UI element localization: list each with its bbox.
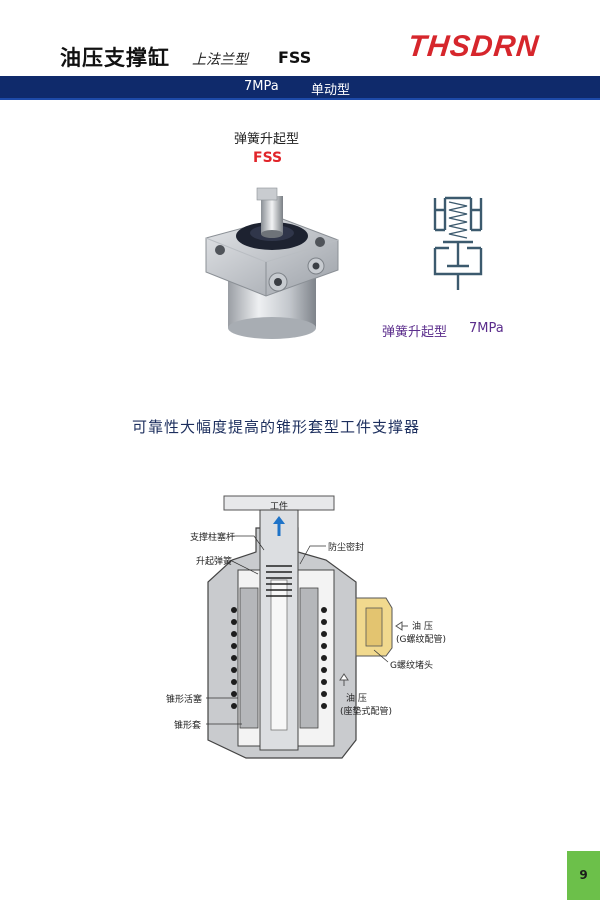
brand-logo: THSDRN	[406, 30, 541, 63]
label-dust-seal: 防尘密封	[328, 543, 365, 553]
tagline: 可靠性大幅度提高的锥形套型工件支撑器	[132, 418, 421, 436]
cross-section-drawing	[206, 495, 408, 759]
label-cone-sleeve: 锥形套	[174, 721, 202, 731]
page-title: 油压支撑缸	[60, 46, 170, 70]
page-number: 9	[579, 868, 588, 882]
product-photo	[205, 187, 339, 339]
page-number-box	[567, 851, 600, 900]
band-type: 单动型	[311, 83, 351, 98]
product-label: 弹簧升起型	[234, 132, 300, 147]
page-subtitle: 上法兰型	[192, 52, 248, 68]
cross-section-diagram: 工件 支撑柱塞杆 升起弹簧 防尘密封 油 压 (G螺纹配管) G螺纹堵头 油 压…	[160, 490, 460, 790]
hydraulic-symbol-icon	[433, 196, 483, 290]
symbol-label: 弹簧升起型	[382, 325, 448, 340]
model-code: FSS	[278, 48, 312, 67]
label-workpiece: 工件	[270, 502, 289, 512]
band-pressure: 7MPa	[244, 79, 279, 94]
label-seat-pipe: (座垫式配管)	[340, 707, 393, 717]
label-oil-pressure-1: 油 压	[412, 622, 433, 632]
label-g-plug: G螺纹堵头	[390, 661, 433, 671]
label-g-thread-pipe: (G螺纹配管)	[396, 635, 446, 645]
label-cone-piston: 锥形活塞	[166, 695, 203, 705]
label-oil-pressure-2: 油 压	[346, 694, 367, 704]
header-band	[0, 76, 600, 98]
symbol-pressure: 7MPa	[469, 321, 504, 336]
product-code: FSS	[253, 150, 283, 166]
header-band-line	[0, 98, 600, 100]
label-spring: 升起弹簧	[196, 557, 233, 567]
label-plunger: 支撑柱塞杆	[190, 533, 236, 543]
